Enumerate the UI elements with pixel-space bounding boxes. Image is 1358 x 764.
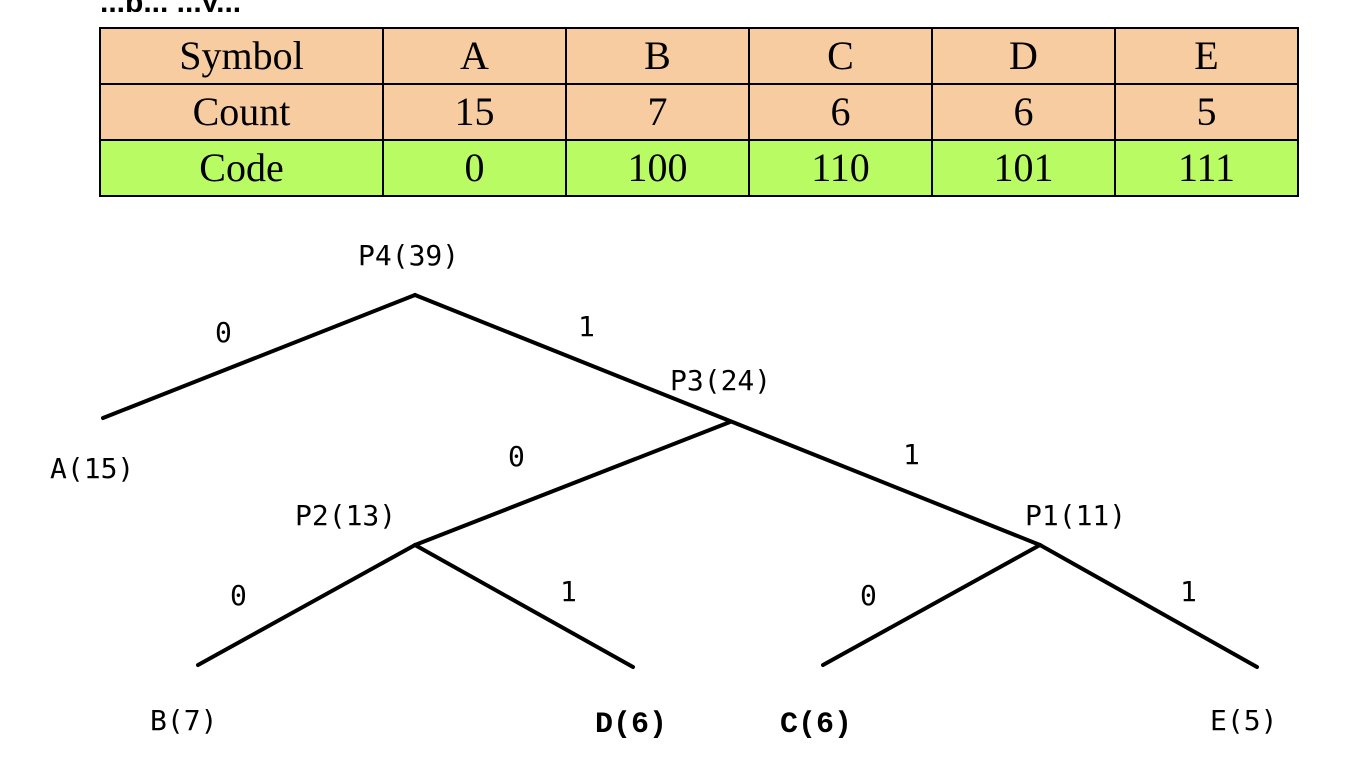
edge-label-p2-d: 1	[560, 575, 577, 608]
edge-p4-a	[101, 293, 417, 420]
row-header-symbol: Symbol	[99, 27, 384, 85]
count-cell-d: 6	[931, 83, 1116, 141]
node-p3: P3(24)	[670, 364, 771, 397]
code-cell-d: 101	[931, 139, 1116, 197]
edge-label-p1-c: 0	[860, 579, 877, 612]
row-header-count: Count	[99, 83, 384, 141]
row-header-code: Code	[99, 139, 384, 197]
cropped-heading: ...p... ...y...	[0, 0, 1358, 12]
leaf-e: E(5)	[1210, 704, 1277, 737]
cropped-heading-text: ...p... ...y...	[100, 0, 241, 12]
edge-label-p3-p1: 1	[903, 438, 920, 471]
symbol-cell-b: B	[565, 27, 750, 85]
edge-label-p4-p3: 1	[578, 310, 595, 343]
node-p4: P4(39)	[358, 239, 459, 272]
symbol-cell-d: D	[931, 27, 1116, 85]
edge-p2-b	[196, 543, 417, 667]
edge-p1-e	[1038, 543, 1259, 669]
edge-p3-p2	[413, 420, 732, 547]
code-cell-e: 111	[1114, 139, 1299, 197]
edge-p2-d	[413, 543, 635, 669]
leaf-b: B(7)	[150, 704, 217, 737]
edge-label-p1-e: 1	[1180, 575, 1197, 608]
node-p2: P2(13)	[295, 499, 396, 532]
count-cell-e: 5	[1114, 83, 1299, 141]
edge-label-p3-p2: 0	[508, 440, 525, 473]
huffman-code-table: Symbol A B C D E Count 15 7 6 6 5 Code 0…	[99, 27, 1299, 197]
table-row-code: Code 0 100 110 101 111	[99, 139, 1299, 197]
table-row-symbol: Symbol A B C D E	[99, 27, 1299, 85]
edge-p4-p3-p1	[413, 293, 1042, 547]
code-cell-c: 110	[748, 139, 933, 197]
leaf-c: C(6)	[780, 708, 852, 742]
code-cell-a: 0	[382, 139, 567, 197]
leaf-a: A(15)	[50, 452, 134, 485]
symbol-cell-c: C	[748, 27, 933, 85]
edge-label-p2-b: 0	[230, 579, 247, 612]
count-cell-a: 15	[382, 83, 567, 141]
edge-p1-c	[821, 543, 1042, 667]
symbol-cell-e: E	[1114, 27, 1299, 85]
symbol-cell-a: A	[382, 27, 567, 85]
code-cell-b: 100	[565, 139, 750, 197]
table-row-count: Count 15 7 6 6 5	[99, 83, 1299, 141]
edge-label-p4-a: 0	[215, 316, 232, 349]
count-cell-b: 7	[565, 83, 750, 141]
leaf-d: D(6)	[595, 708, 667, 742]
node-p1: P1(11)	[1025, 499, 1126, 532]
count-cell-c: 6	[748, 83, 933, 141]
